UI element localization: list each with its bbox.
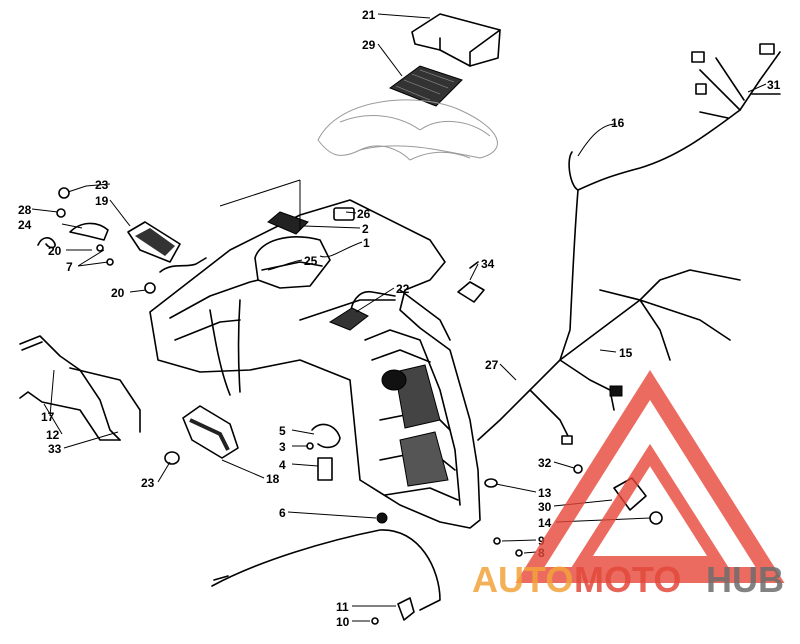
callout-20-bottom: 20: [111, 286, 125, 300]
callout-27: 27: [485, 358, 499, 372]
vent-part: [328, 307, 369, 331]
callout-13: 13: [538, 486, 552, 500]
callout-3: 3: [279, 440, 286, 454]
console-body-part: [149, 199, 481, 529]
callout-14: 14: [538, 516, 552, 530]
callout-30: 30: [538, 500, 552, 514]
callout-23-bottom: 23: [141, 476, 155, 490]
watermark-auto: AUTO: [472, 559, 573, 600]
watermark-hub: HUB: [706, 559, 784, 600]
callout-1: 1: [363, 236, 370, 250]
callout-12: 12: [46, 428, 60, 442]
callout-10: 10: [336, 615, 350, 629]
callout-25: 25: [304, 254, 318, 268]
ghost-hood-outline: [317, 99, 498, 161]
throttle-cable-part: [19, 335, 141, 441]
mesh-screen-part: [388, 65, 463, 107]
callout-15: 15: [619, 346, 633, 360]
callout-33: 33: [48, 442, 62, 456]
watermark-triangle-icon: [515, 370, 785, 583]
seat-pad-part: [411, 13, 501, 67]
side-panel-part: [182, 405, 239, 459]
leader-lines: [31, 13, 767, 622]
callout-17: 17: [41, 410, 55, 424]
watermark-moto: MOTO: [574, 559, 681, 600]
callout-29: 29: [362, 38, 376, 52]
grille-part: [267, 211, 309, 235]
callout-19: 19: [95, 194, 109, 208]
callout-22: 22: [396, 282, 410, 296]
watermark-logo: AUTO MOTO HUB: [472, 370, 785, 600]
callout-34: 34: [481, 257, 495, 271]
callout-2: 2: [362, 222, 369, 236]
hardware-bits: [37, 187, 663, 625]
callout-4: 4: [279, 458, 286, 472]
callout-20-left: 20: [48, 244, 62, 258]
callout-24: 24: [18, 218, 32, 232]
callout-26: 26: [357, 207, 371, 221]
callout-32: 32: [538, 456, 552, 470]
callout-16: 16: [611, 116, 625, 130]
wiring-harness-part: [477, 43, 781, 445]
callout-23-top: 23: [95, 178, 109, 192]
callout-31: 31: [767, 78, 781, 92]
tether-part: [211, 529, 441, 611]
callout-21: 21: [362, 8, 376, 22]
callout-labels: 21 29 16 31 23 28 19 26 24 20 7 2 1 25 2…: [18, 8, 781, 629]
gauge-housing-part: [127, 221, 181, 263]
callout-7: 7: [66, 260, 73, 274]
callout-28: 28: [18, 203, 32, 217]
callout-9: 9: [538, 534, 545, 548]
callout-11: 11: [336, 600, 349, 614]
callout-6: 6: [279, 506, 286, 520]
callout-18: 18: [266, 472, 280, 486]
callout-5: 5: [279, 424, 286, 438]
